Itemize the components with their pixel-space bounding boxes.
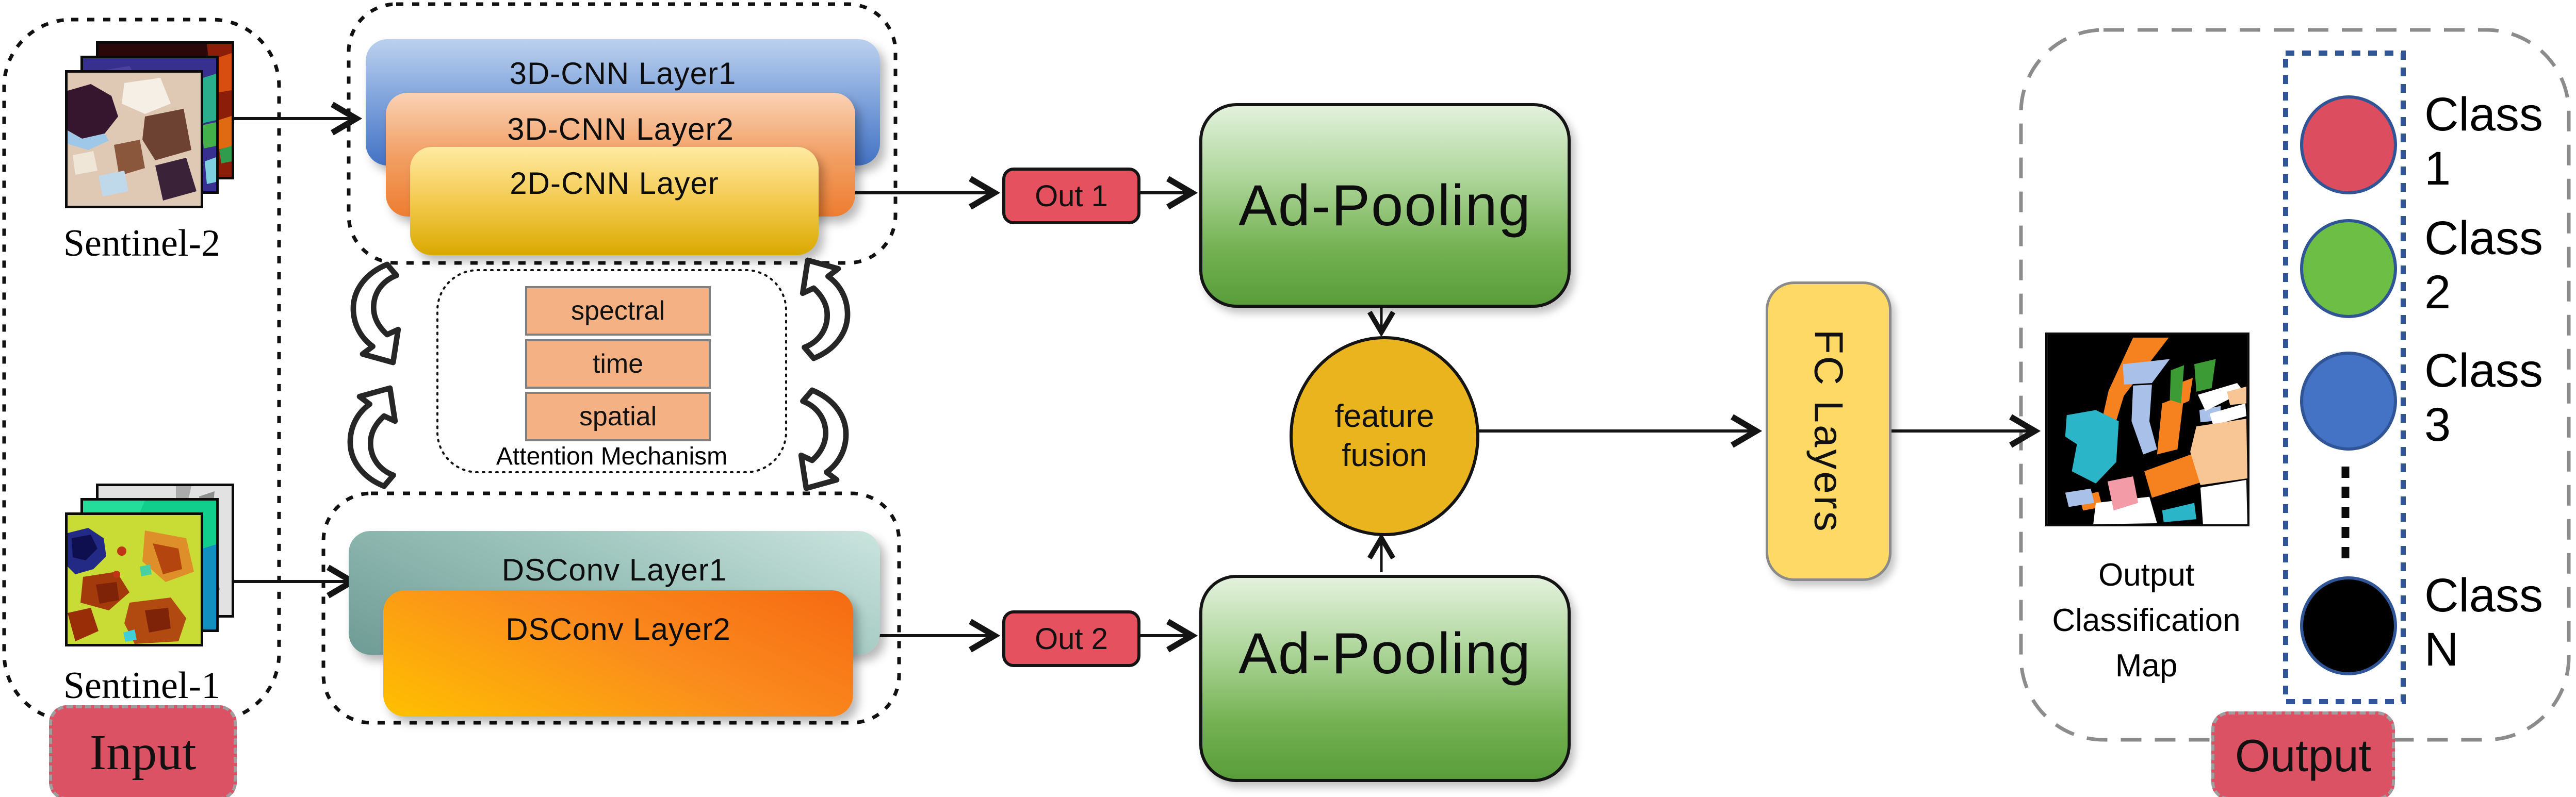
pooling1-label: Ad-Pooling (1238, 173, 1531, 238)
dsconv-layer2-box: DSConv Layer2 (383, 590, 853, 717)
class-legend-border (2283, 51, 2406, 704)
dsconv-layer2-label: DSConv Layer2 (506, 611, 731, 646)
cnn-layer1-label: 3D-CNN Layer1 (509, 56, 737, 91)
input-badge: Input (49, 705, 237, 797)
dsconv-layer1-label: DSConv Layer1 (501, 552, 727, 587)
class1-label: Class 1 (2424, 88, 2544, 195)
feature-fusion-label-line2: fusion (1342, 438, 1427, 473)
curved-arrow-top-left (353, 264, 398, 362)
fc-layers-label: FC Layers (1806, 329, 1852, 534)
pooling1-box: Ad-Pooling (1199, 103, 1571, 308)
sentinel2-label: Sentinel-2 (63, 222, 221, 264)
output-map-caption: Output Classification Map (2045, 553, 2247, 689)
sentinel2-image-front (65, 70, 203, 208)
class1-circle (2300, 95, 2397, 194)
curved-arrow-top-right (803, 260, 847, 358)
cnn-layer3-box: 2D-CNN Layer (410, 147, 819, 255)
curved-arrow-bottom-right (801, 390, 846, 488)
fc-layers-box: FC Layers (1766, 281, 1892, 581)
cnn-layer2-label: 3D-CNN Layer2 (507, 111, 734, 146)
feature-fusion-label-line1: feature (1334, 398, 1434, 435)
sentinel1-image-front (65, 512, 203, 646)
input-group-border (2, 18, 281, 723)
classN-label: Class N (2424, 569, 2544, 676)
s2-cnn-group-border (347, 2, 898, 265)
classN-circle (2300, 576, 2397, 675)
class2-circle (2300, 219, 2397, 318)
cnn-layer3-label: 2D-CNN Layer (510, 165, 719, 201)
class3-circle (2300, 352, 2397, 451)
attention-group-border (436, 269, 787, 473)
attention-item-spatial: spatial (525, 392, 711, 441)
feature-fusion-node: feature fusion (1290, 336, 1479, 536)
class3-label: Class 3 (2424, 344, 2544, 451)
attention-item-time: time (525, 339, 711, 389)
attention-item-spectral: spectral (525, 286, 711, 336)
output-map-caption-line3: Map (2115, 648, 2178, 684)
out2-badge: Out 2 (1002, 610, 1140, 667)
output-map-caption-line1: Output (2098, 557, 2195, 593)
output-badge: Output (2211, 711, 2395, 797)
s1-dsconv-group-border (321, 491, 901, 725)
pooling2-box: Ad-Pooling (1199, 575, 1571, 782)
pooling2-label: Ad-Pooling (1238, 621, 1531, 686)
attention-caption: Attention Mechanism (496, 443, 728, 470)
out1-badge: Out 1 (1002, 168, 1140, 224)
class2-label: Class 2 (2424, 212, 2544, 319)
output-map-caption-line2: Classification (2052, 603, 2241, 638)
classification-map-image (2045, 333, 2249, 526)
sentinel1-label: Sentinel-1 (63, 665, 221, 707)
curved-arrow-bottom-left (350, 388, 395, 486)
